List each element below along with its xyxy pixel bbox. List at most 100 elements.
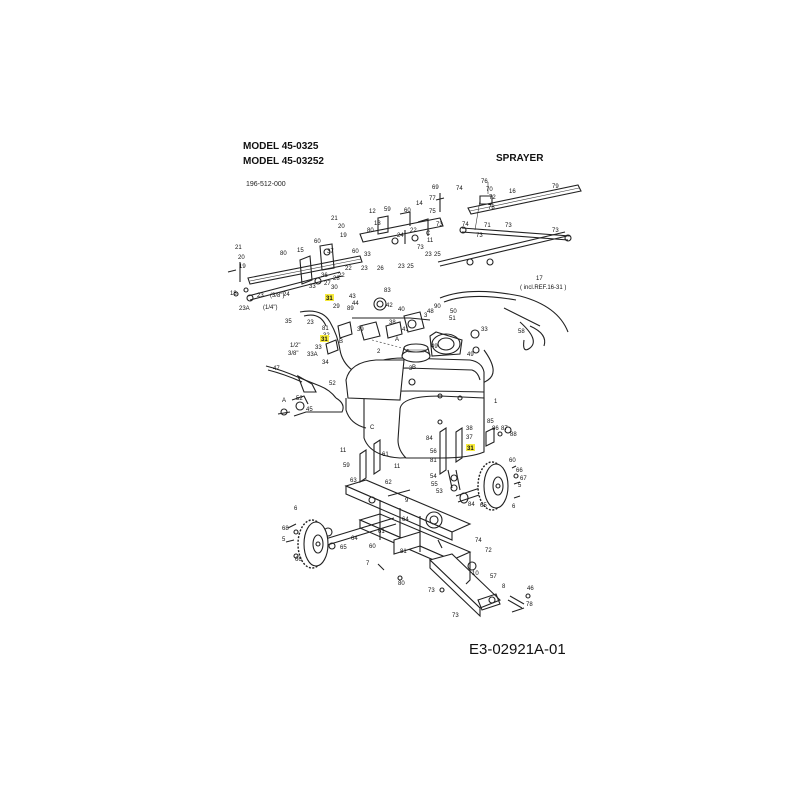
part-callout: 21 (235, 245, 242, 251)
part-callout: 6 (294, 506, 298, 512)
part-callout: 44 (352, 301, 359, 307)
part-callout: 10 (472, 571, 479, 577)
part-callout: 19 (340, 233, 347, 239)
part-callout: 52 (296, 396, 303, 402)
part-callout: C (370, 425, 375, 431)
part-callout: 49 (467, 352, 474, 358)
part-callout: 24 (397, 233, 404, 239)
part-callout: 9 (405, 498, 409, 504)
part-callout: 48 (427, 309, 434, 315)
part-callout: (3/8") (270, 293, 284, 299)
model-number-2: MODEL 45-03252 (243, 156, 324, 167)
part-callout: 6 (512, 504, 516, 510)
part-callout: 8 (502, 584, 506, 590)
part-callout: 23 (398, 264, 405, 270)
part-callout: 64 (351, 536, 358, 542)
part-callout: 57 (490, 574, 497, 580)
part-callout: 33 (309, 284, 316, 290)
part-callout: 50 (450, 309, 457, 315)
hand-spray-gun (265, 365, 344, 417)
part-callout: 83 (384, 288, 391, 294)
part-callout: 29 (333, 304, 340, 310)
part-callout: 37 (327, 249, 334, 255)
sprayer-tank (345, 339, 485, 459)
part-callout: 89 (347, 306, 354, 312)
part-callout: 80 (398, 581, 405, 587)
part-callout: 34 (322, 360, 329, 366)
part-callout: 5 (518, 483, 522, 489)
part-callout: 84 (426, 436, 433, 442)
part-callout: 31 (321, 337, 328, 343)
callout-highlight (320, 335, 329, 342)
part-callout: 25 (434, 252, 441, 258)
part-callout: 69 (432, 185, 439, 191)
part-callout: 31 (326, 296, 333, 302)
part-callout: 67 (520, 476, 527, 482)
part-callout: 12 (369, 209, 376, 215)
axle-left (321, 517, 397, 550)
part-callout: (1/4") (263, 305, 277, 311)
part-callout: 55 (431, 482, 438, 488)
part-callout: 80 (367, 228, 374, 234)
part-callout: 33A (307, 352, 318, 358)
part-callout: 27 (324, 281, 331, 287)
part-callout: 23 (257, 293, 264, 299)
part-callout: 42 (386, 303, 393, 309)
part-callout: 52 (329, 381, 336, 387)
part-callout: 14 (416, 201, 423, 207)
part-callout: 66 (516, 468, 523, 474)
part-callout: 41 (402, 327, 409, 333)
part-callout: 11 (340, 448, 347, 454)
part-callout: 74 (456, 186, 463, 192)
part-callout: 73 (452, 613, 459, 619)
part-callout: 61 (378, 529, 385, 535)
part-callout: 1/2" (290, 343, 300, 349)
part-callout: 60 (352, 249, 359, 255)
part-callout: 74 (462, 222, 469, 228)
part-callout: 17 (536, 276, 543, 282)
part-callout: 65 (340, 545, 347, 551)
spray-wand (503, 307, 546, 351)
part-callout: 60 (369, 544, 376, 550)
part-callout: 18 (230, 291, 237, 297)
part-callout: 31 (467, 446, 474, 452)
part-callout: 86 (492, 426, 499, 432)
part-callout: 61 (382, 452, 389, 458)
part-callout: 72 (489, 195, 496, 201)
part-callout: 3/8" (288, 351, 298, 357)
callout-highlight (466, 444, 475, 451)
trailer-frame (344, 438, 472, 569)
part-callout: ( incl.REF.16-31 ) (520, 285, 566, 291)
diagram-code: E3-02921A-01 (469, 641, 566, 658)
part-callout: 43 (349, 294, 356, 300)
part-callout: A (395, 337, 399, 343)
part-callout: 62 (385, 480, 392, 486)
part-callout: 11 (394, 464, 401, 470)
part-callout: 45 (306, 407, 313, 413)
part-callout: 90 (434, 304, 441, 310)
part-callout: 74 (475, 538, 482, 544)
part-callout: 79 (552, 184, 559, 190)
part-callout: 51 (449, 316, 456, 322)
part-callout: 26 (377, 266, 384, 272)
part-callout: 81 (400, 549, 407, 555)
part-callout: 22 (410, 228, 417, 234)
part-callout: 23 (361, 266, 368, 272)
part-callout: 65 (480, 503, 487, 509)
part-callout: 77 (429, 196, 436, 202)
part-callout: 15 (297, 248, 304, 254)
wheel-right (477, 461, 521, 511)
part-callout: 60 (509, 458, 516, 464)
part-callout: 58 (518, 329, 525, 335)
hardware-misc (243, 287, 445, 593)
part-callout: 25 (407, 264, 414, 270)
part-callout: 73 (428, 588, 435, 594)
part-callout: 49 (431, 344, 438, 350)
part-callout: 63 (350, 478, 357, 484)
part-callout: 33 (364, 252, 371, 258)
part-callout: 73 (552, 228, 559, 234)
part-callout: 19 (239, 264, 246, 270)
manual-part-number: 196-512-000 (246, 181, 286, 188)
